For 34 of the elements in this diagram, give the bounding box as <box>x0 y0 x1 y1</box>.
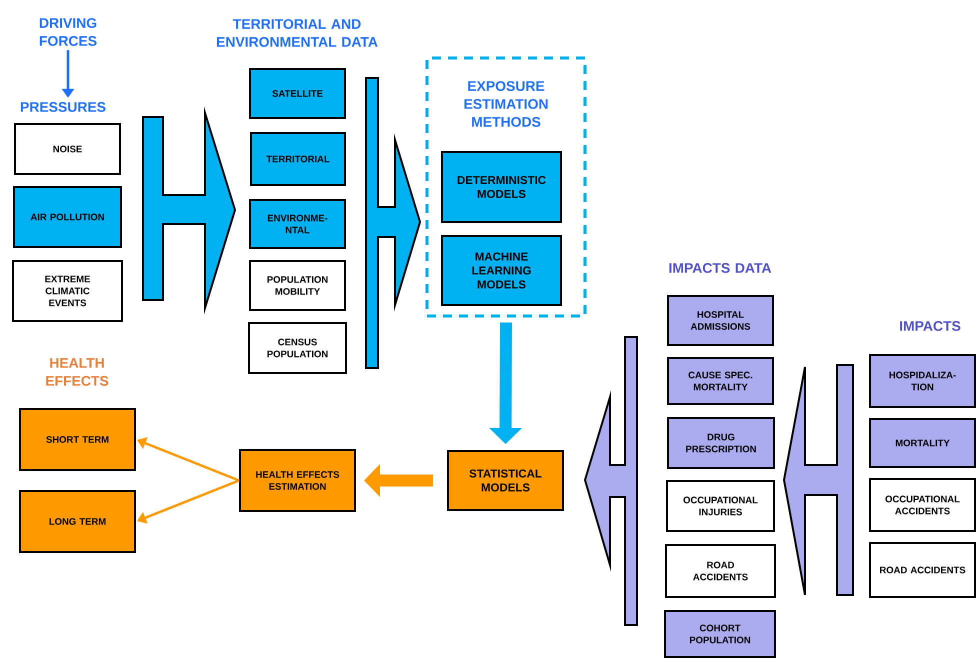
process-box: TERRITORIAL <box>250 132 346 186</box>
heading-text: TERRITORIAL AND ENVIRONMENTAL DATA <box>216 19 378 47</box>
heading-text: IMPACTS <box>900 321 960 331</box>
bracket-arrow <box>584 336 638 626</box>
heading-text: IMPACTS DATA <box>669 263 772 273</box>
process-box: EXTREME CLIMATIC EVENTS <box>12 260 123 322</box>
process-box: NOISE <box>14 122 121 175</box>
process-box: DRUG PRESCRIPTION <box>667 416 775 469</box>
process-box: OCCUPATIONAL INJURIES <box>666 480 775 532</box>
process-box: POPULATION MOBILITY <box>249 260 346 311</box>
process-box: HEALTH EFFECTS ESTIMATION <box>239 448 356 512</box>
process-box: ENVIRONME- NTAL <box>249 198 346 249</box>
heading-text: PRESSURES <box>20 102 106 112</box>
process-box: HOSPIDALIZA- TION <box>869 354 976 408</box>
heading-text: DRIVING FORCES <box>40 18 97 46</box>
bracket-arrow <box>365 77 422 369</box>
process-box: SHORT TERM <box>19 408 136 471</box>
process-box: CENSUS POPULATION <box>248 322 347 374</box>
process-box: OCCUPATIONAL ACCIDENTS <box>869 478 976 532</box>
process-box: COHORT POPULATION <box>664 610 776 658</box>
process-box: AIR POLLUTION <box>13 186 122 248</box>
process-box: SATELLITE <box>249 68 346 119</box>
process-box: STATISTICAL MODELS <box>447 450 564 511</box>
process-box: CAUSE SPEC. MORTALITY <box>667 356 774 405</box>
process-box: MORTALITY <box>869 418 976 468</box>
process-box: ROAD ACCIDENTS <box>869 542 976 598</box>
process-box: HOSPITAL ADMISSIONS <box>667 294 774 346</box>
bracket-arrow <box>782 364 854 596</box>
process-box: DETERMINISTIC MODELS <box>441 150 562 223</box>
process-box: ROAD ACCIDENTS <box>665 544 776 598</box>
heading-text: HEALTH EFFECTS <box>46 358 108 386</box>
bracket-arrow <box>142 106 236 315</box>
process-box: LONG TERM <box>19 490 136 553</box>
process-box: MACHINE LEARNING MODELS <box>441 234 562 306</box>
